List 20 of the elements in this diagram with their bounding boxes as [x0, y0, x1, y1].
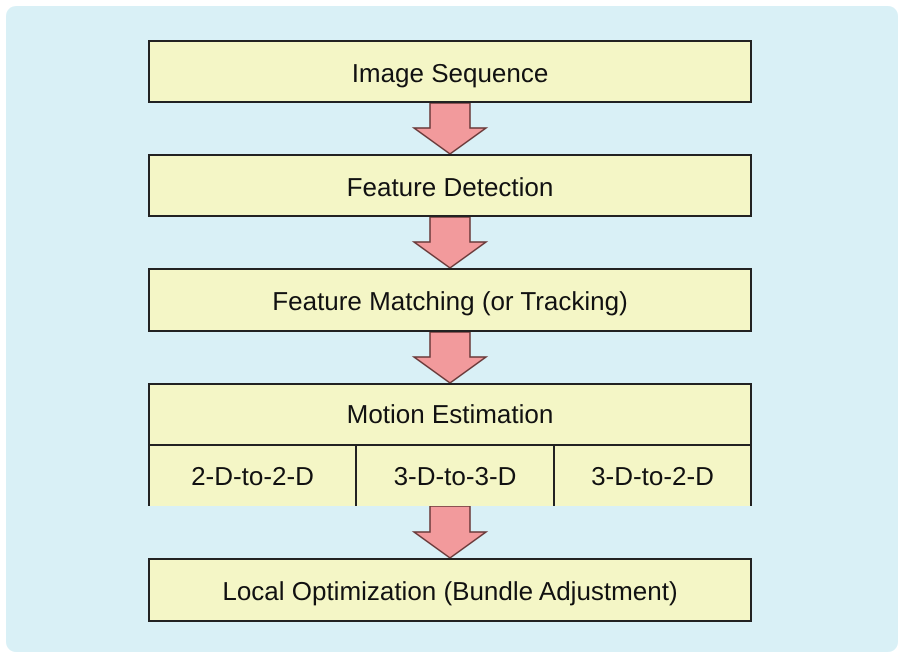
node-label: Image Sequence: [350, 58, 550, 88]
block-arrow: [412, 331, 488, 384]
sub-process-box: [150, 444, 357, 506]
block-arrow: [412, 505, 488, 559]
block-arrow: [412, 216, 488, 269]
node-label: Feature Detection: [346, 172, 554, 202]
node-label: 3-D-to-3-D: [392, 461, 518, 492]
node-label: Local Optimization (Bundle Adjustment): [221, 576, 679, 607]
block-arrow: [412, 102, 488, 155]
node-label: 2-D-to-2-D: [190, 461, 315, 492]
node-label: Motion Estimation: [346, 398, 554, 430]
node-label: Feature Matching (or Tracking): [271, 286, 629, 317]
group-box: [148, 383, 752, 506]
sub-process-box: [355, 444, 555, 506]
process-box: [148, 40, 752, 103]
process-box: [148, 154, 752, 217]
process-box: [148, 268, 752, 332]
node-label: 3-D-to-2-D: [590, 461, 715, 492]
sub-process-box: [553, 444, 750, 506]
process-box: [148, 558, 752, 622]
